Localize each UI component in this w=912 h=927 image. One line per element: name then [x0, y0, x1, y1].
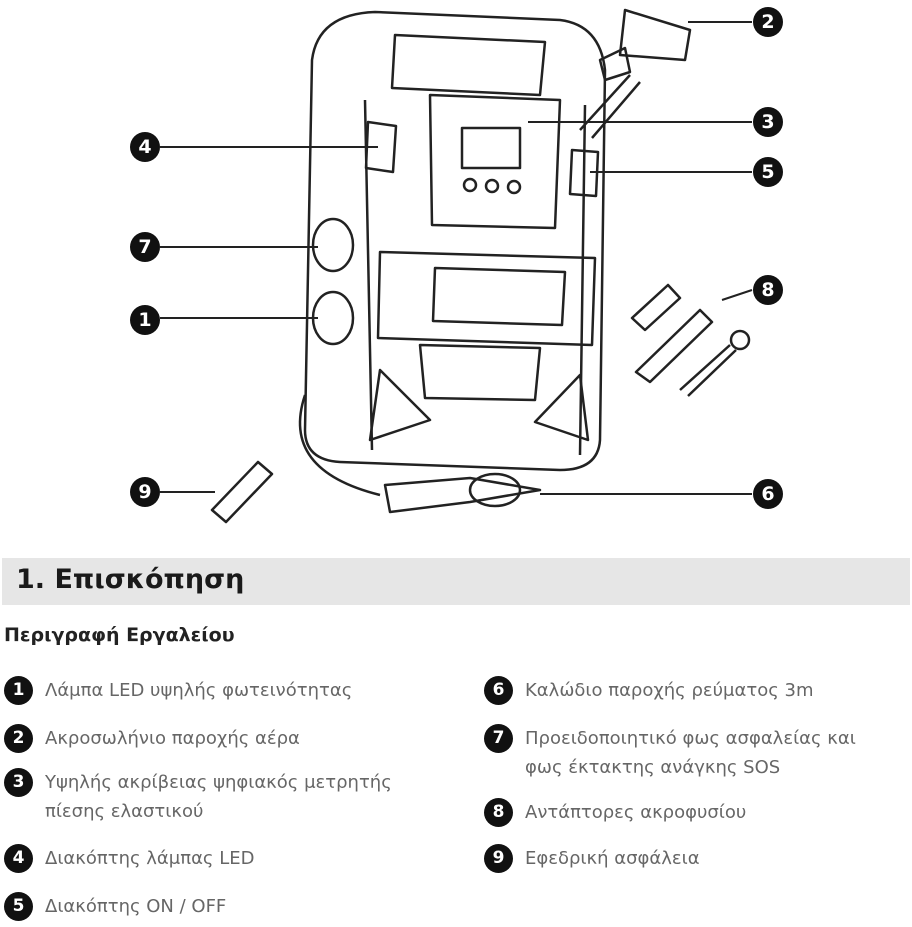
compressor-illustration — [160, 8, 753, 524]
item-text: Υψηλής ακρίβειας ψηφιακός μετρητής πίεση… — [45, 772, 392, 822]
item-number: 1 — [4, 676, 33, 705]
section-header: 1. Επισκόπηση — [2, 558, 910, 605]
item-text: Εφεδρική ασφάλεια — [525, 848, 700, 869]
callout-7: 7 — [130, 232, 160, 262]
callout-9: 9 — [130, 477, 160, 507]
item-text: Αντάπτορες ακροφυσίου — [525, 802, 747, 823]
list-item: 5 Διακόπτης ON / OFF — [4, 892, 405, 921]
product-diagram: 1 2 3 4 5 6 7 8 9 — [130, 7, 783, 524]
item-number: 5 — [4, 892, 33, 921]
callout-8: 8 — [753, 275, 783, 305]
callout-6: 6 — [753, 479, 783, 509]
item-number: 4 — [4, 844, 33, 873]
callout-5: 5 — [753, 157, 783, 187]
list-item: 6 Καλώδιο παροχής ρεύματος 3m — [484, 676, 885, 705]
list-item: 1 Λάμπα LED υψηλής φωτεινότητας — [4, 676, 405, 705]
section-title: 1. Επισκόπηση — [16, 564, 245, 595]
item-text: Διακόπτης λάμπας LED — [45, 848, 255, 869]
callout-1: 1 — [130, 305, 160, 335]
list-item: 9 Εφεδρική ασφάλεια — [484, 844, 885, 873]
callout-2: 2 — [753, 7, 783, 37]
item-number: 6 — [484, 676, 513, 705]
callout-3: 3 — [753, 107, 783, 137]
item-number: 7 — [484, 724, 513, 753]
item-number: 2 — [4, 724, 33, 753]
item-text: Προειδοποιητικό φως ασφαλείας και φως έκ… — [525, 728, 856, 778]
item-number: 3 — [4, 768, 33, 797]
list-item: 2 Ακροσωλήνιο παροχής αέρα — [4, 724, 405, 753]
item-number: 8 — [484, 798, 513, 827]
item-text: Διακόπτης ON / OFF — [45, 896, 227, 917]
list-item: 4 Διακόπτης λάμπας LED — [4, 844, 405, 873]
list-item: 7 Προειδοποιητικό φως ασφαλείας και φως έ… — [484, 724, 885, 782]
item-number: 9 — [484, 844, 513, 873]
item-text: Ακροσωλήνιο παροχής αέρα — [45, 728, 300, 749]
item-text: Καλώδιο παροχής ρεύματος 3m — [525, 680, 814, 701]
item-text: Λάμπα LED υψηλής φωτεινότητας — [45, 680, 353, 701]
subheading: Περιγραφή Εργαλείου — [4, 624, 235, 646]
list-item: 8 Αντάπτορες ακροφυσίου — [484, 798, 885, 827]
callout-4: 4 — [130, 132, 160, 162]
list-item: 3 Υψηλής ακρίβειας ψηφιακός μετρητής πίεσ… — [4, 768, 405, 826]
